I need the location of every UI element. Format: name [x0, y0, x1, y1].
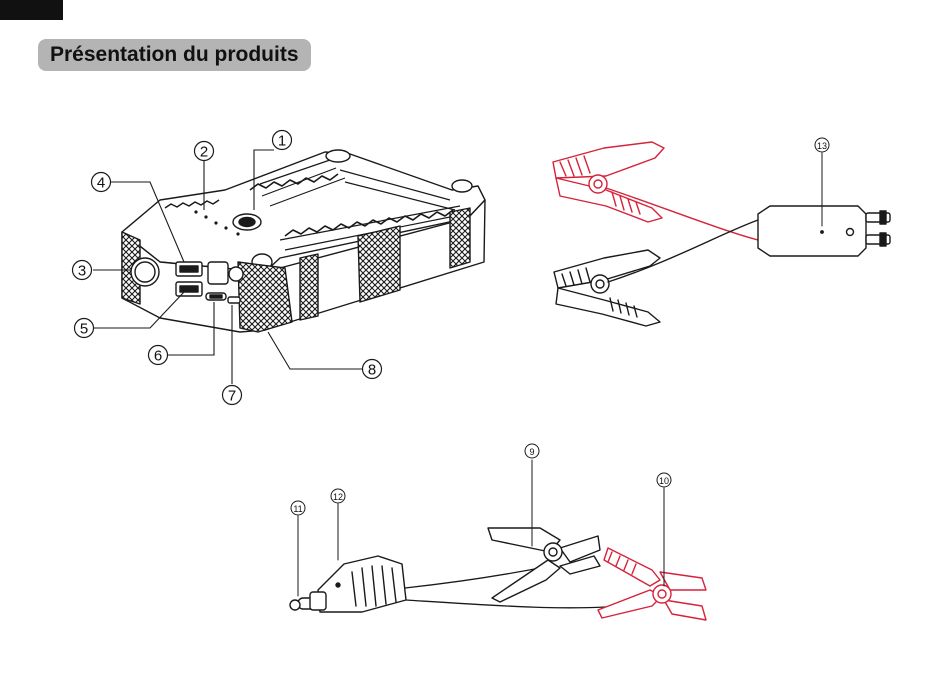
corner-bumper — [452, 180, 472, 192]
callout-label: 7 — [228, 388, 236, 405]
callout-label: 10 — [659, 476, 669, 486]
callout-label: 1 — [278, 133, 286, 150]
red-clamp-top — [553, 142, 758, 240]
callout-label: 4 — [97, 175, 105, 192]
callout-label: 11 — [293, 504, 302, 514]
flashlight — [229, 267, 243, 281]
callout-label: 13 — [817, 141, 827, 151]
callout-12: 12 — [331, 489, 345, 503]
grip-side — [300, 254, 318, 320]
jump-starter-unit — [122, 150, 485, 332]
callout-label: 6 — [154, 348, 162, 365]
control-box — [758, 206, 890, 256]
callout-4: 4 — [92, 173, 111, 192]
grip-middle — [358, 226, 400, 302]
black-clamp-top — [554, 220, 758, 326]
callout-label: 8 — [368, 362, 376, 379]
usb-c-port-inner — [210, 295, 222, 298]
callout-label: 5 — [80, 321, 88, 338]
callout-6: 6 — [149, 346, 168, 365]
callout-label: 12 — [333, 492, 343, 502]
micro-usb-port — [228, 297, 240, 303]
callout-11: 11 — [291, 501, 305, 515]
callout-3: 3 — [73, 261, 92, 280]
ec5-clamp-cable — [290, 460, 706, 620]
usb-port-2-inner — [180, 286, 198, 292]
callout-2: 2 — [195, 142, 214, 161]
callout-8: 8 — [363, 360, 382, 379]
grip-rear — [450, 208, 470, 268]
callout-label: 3 — [78, 263, 86, 280]
callout-10: 10 — [657, 473, 671, 487]
usb-port-1-inner — [180, 266, 198, 272]
ec5-connector — [290, 556, 406, 612]
power-button-center — [239, 218, 255, 227]
grip-front — [238, 262, 292, 332]
clamp-socket — [208, 262, 228, 284]
callout-label: 9 — [529, 447, 534, 457]
callout-9: 9 — [525, 444, 539, 458]
callout-1: 1 — [273, 131, 292, 150]
callout-7: 7 — [223, 386, 242, 405]
callout-13: 13 — [815, 138, 829, 152]
black-clamp-bottom — [488, 528, 600, 602]
smart-clamp-cable — [553, 142, 890, 326]
red-clamp-bottom — [598, 548, 706, 620]
corner-bumper — [326, 150, 350, 162]
callout-label: 2 — [200, 144, 208, 161]
callout-5: 5 — [75, 319, 94, 338]
